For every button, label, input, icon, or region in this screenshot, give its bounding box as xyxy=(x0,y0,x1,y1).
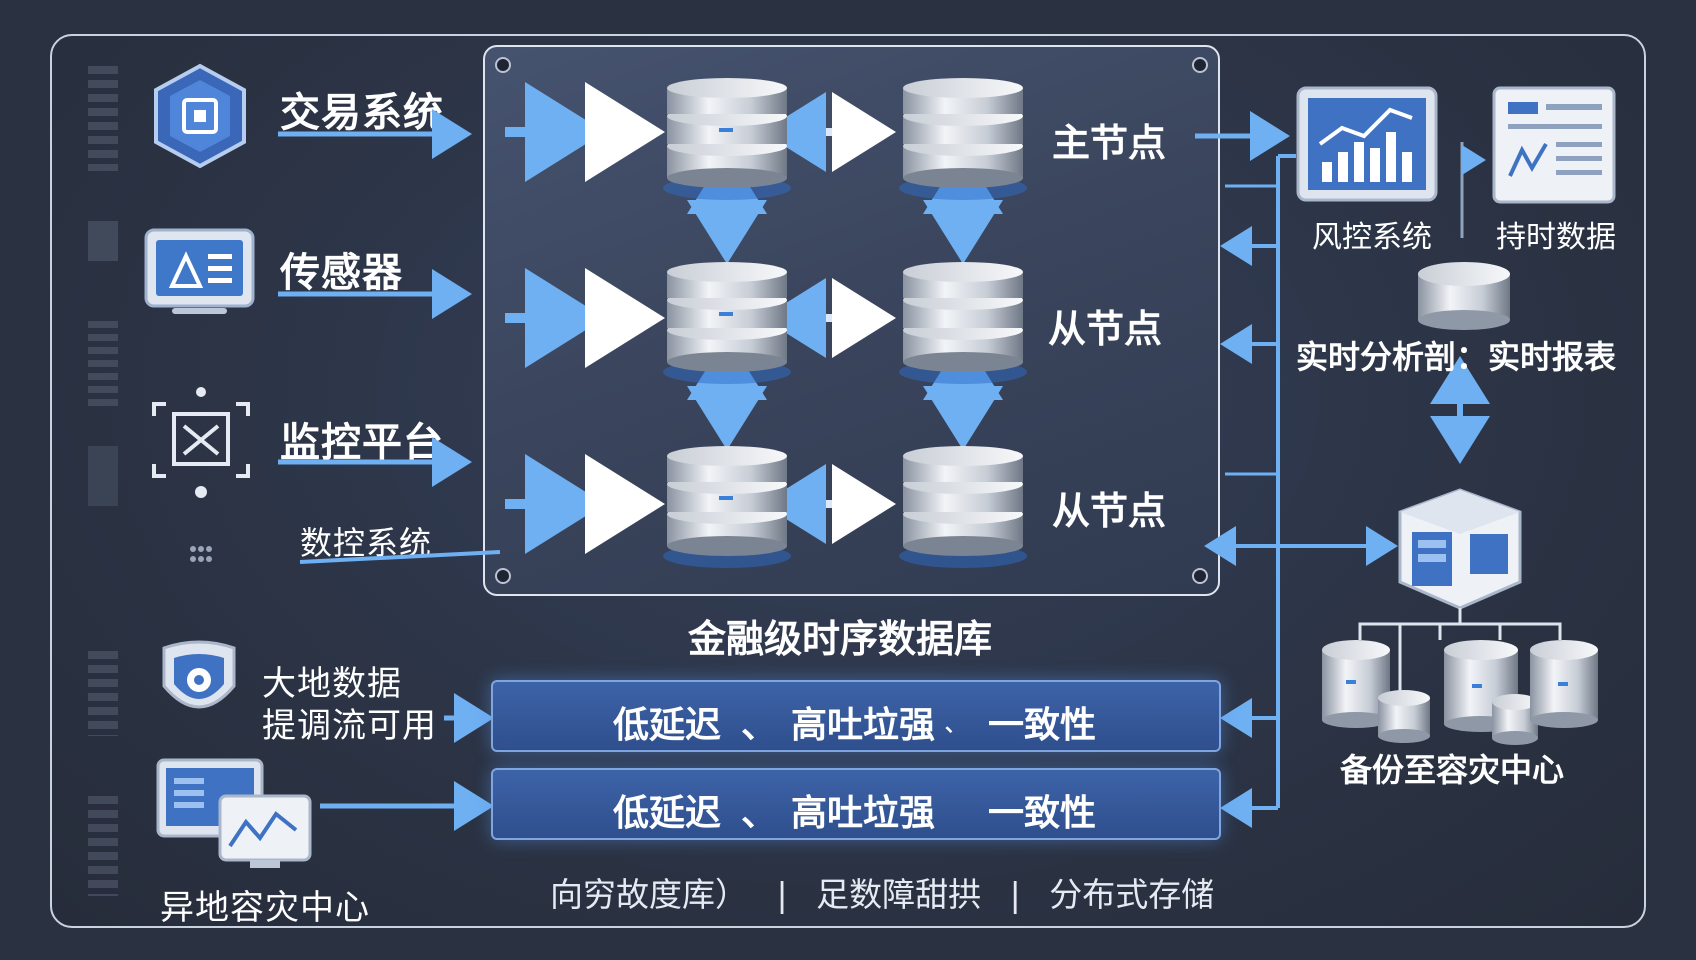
database-cylinder xyxy=(899,262,1027,384)
database-cylinder xyxy=(899,446,1027,568)
side-strip xyxy=(88,66,122,896)
node-label-replica: 从节点 xyxy=(1052,489,1167,533)
bar-text-throughput: 高吐垃强 xyxy=(791,705,936,746)
screw xyxy=(495,57,511,73)
server-cube-icon xyxy=(1398,488,1522,610)
monitor-target-icon xyxy=(146,384,256,504)
database-title: 金融级时序数据库 xyxy=(688,617,993,661)
source-label-remote-dr: 异地容灾中心 xyxy=(160,888,370,928)
bar-text-latency: 低延迟 xyxy=(613,705,722,746)
database-cylinder xyxy=(899,78,1027,200)
node-label-replica: 从节点 xyxy=(1048,307,1163,351)
footer-features: 向穷故度库） | 足数障甜拱 | 分布式存储 xyxy=(550,868,1214,916)
backup-database-icon xyxy=(1530,640,1598,728)
chart-icon xyxy=(1296,86,1438,202)
source-label-data-line1: 大地数据 xyxy=(262,664,402,704)
backup-label: 备份至容灾中心 xyxy=(1340,751,1565,789)
data-label: 持时数据 xyxy=(1496,220,1616,255)
database-cylinder xyxy=(663,446,791,568)
source-label-monitor: 监控平台 xyxy=(280,420,444,466)
footer-item: 向穷故度库） xyxy=(550,875,748,914)
bar-separator: 、 xyxy=(945,712,965,736)
feature-bar: 低延迟 、 高吐垃强 、 一致性 xyxy=(491,680,1221,752)
footer-item: 足数障甜拱 xyxy=(816,875,982,914)
footer-separator: | xyxy=(1009,875,1021,914)
bar-text-latency: 低延迟 xyxy=(613,793,722,834)
node-label-primary: 主节点 xyxy=(1052,121,1167,165)
backup-database-icon xyxy=(1378,690,1430,743)
bar-text-consistency: 一致性 xyxy=(988,705,1097,746)
bar-text-throughput: 高吐垃强 xyxy=(791,793,936,834)
risk-control-label: 风控系统 xyxy=(1312,220,1432,255)
sensor-monitor-icon xyxy=(142,226,257,318)
database-cylinder xyxy=(663,78,791,200)
small-database-icon xyxy=(1418,262,1510,330)
document-icon xyxy=(1492,86,1616,204)
shield-icon xyxy=(154,636,244,728)
analysis-label: 实时分析剖：实时报表 xyxy=(1296,338,1617,376)
dots-icon xyxy=(188,544,212,570)
bar-text-consistency: 一致性 xyxy=(988,793,1097,834)
source-label-sensor: 传感器 xyxy=(280,250,403,296)
source-label-data-line2: 提调流可用 xyxy=(262,706,437,746)
screw xyxy=(1192,57,1208,73)
bar-separator: 、 xyxy=(741,705,778,746)
database-cylinder xyxy=(663,262,791,384)
feature-bar: 低延迟 、 高吐垃强 一致性 xyxy=(491,768,1221,840)
footer-item: 分布式存储 xyxy=(1049,875,1215,914)
screw xyxy=(495,568,511,584)
computer-chart-icon xyxy=(154,756,314,876)
screw xyxy=(1192,568,1208,584)
bar-separator: 、 xyxy=(741,793,778,834)
footer-separator: | xyxy=(776,875,788,914)
source-label-trading: 交易系统 xyxy=(280,90,444,136)
cube-chip-icon xyxy=(150,62,250,170)
backup-database-icon xyxy=(1322,640,1390,728)
